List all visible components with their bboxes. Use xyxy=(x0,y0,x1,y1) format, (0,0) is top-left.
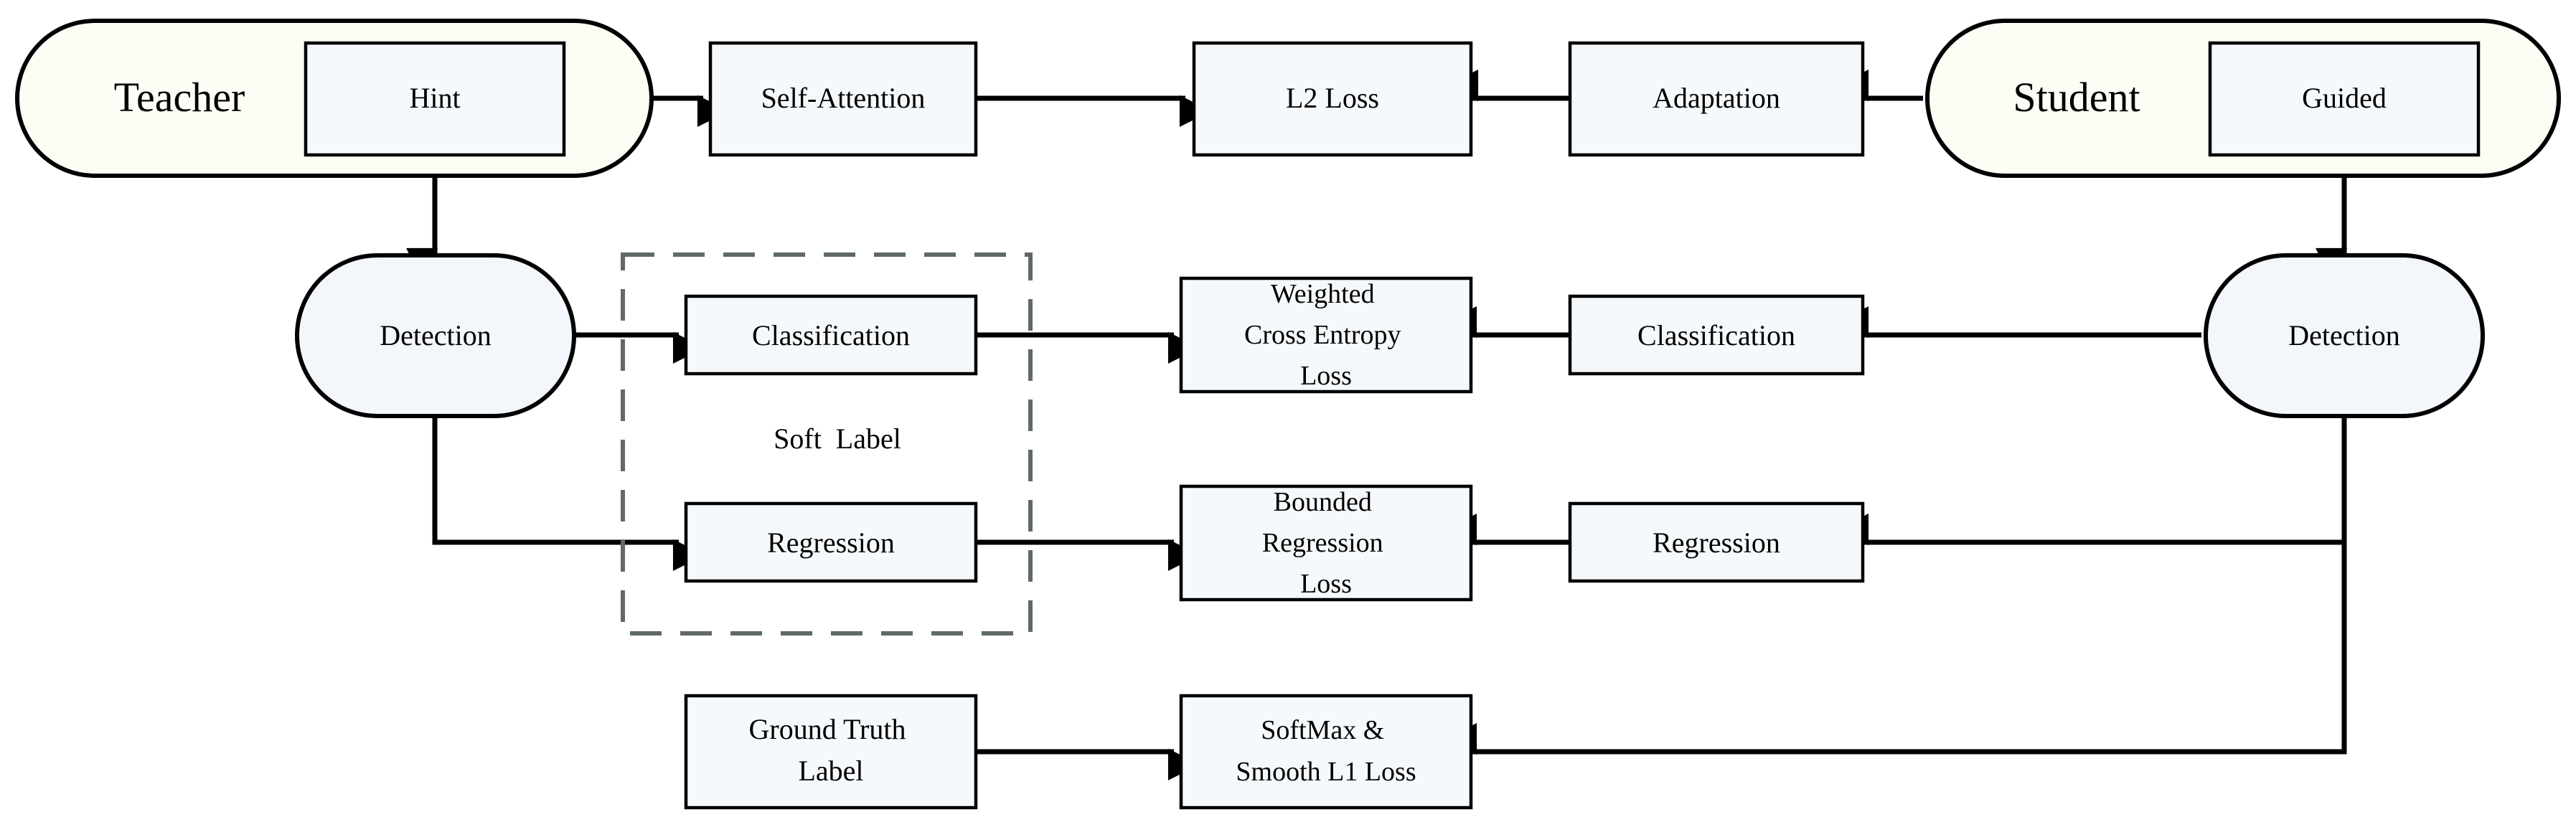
weighted-ce-line-2: Cross Entropy xyxy=(1244,320,1401,350)
ground-truth-box xyxy=(684,694,978,810)
soft-regression-box xyxy=(684,501,978,583)
weighted-ce-loss-label: Weighted Cross Entropy Loss xyxy=(1244,279,1408,391)
teacher-detection-label: Detection xyxy=(380,319,492,351)
student-regression-box xyxy=(1568,501,1865,583)
guided-label: Guided xyxy=(2302,82,2387,114)
teacher-label: Teacher xyxy=(114,74,245,121)
adaptation-label: Adaptation xyxy=(1653,82,1780,114)
ground-truth-line-2: Label xyxy=(798,755,863,787)
student-detection-node xyxy=(2204,253,2485,418)
soft-label-title: Soft Label xyxy=(774,422,901,455)
student-classification-box xyxy=(1568,294,1865,376)
student-regression-label: Regression xyxy=(1653,526,1780,559)
bounded-reg-line-2: Regression xyxy=(1262,528,1383,558)
ground-truth-label: Ground Truth Label xyxy=(749,713,913,787)
student-node: Student Guided xyxy=(1925,19,2561,178)
weighted-ce-line-1: Weighted xyxy=(1271,279,1375,309)
soft-classification-label: Classification xyxy=(752,319,910,351)
teacher-node: Teacher Hint xyxy=(15,19,654,178)
softmax-smooth-line-2: Smooth L1 Loss xyxy=(1236,757,1416,787)
bounded-reg-line-3: Loss xyxy=(1300,569,1352,599)
student-detection-label: Detection xyxy=(2288,319,2400,351)
adaptation-box xyxy=(1568,41,1865,157)
l2-loss-label: L2 Loss xyxy=(1286,82,1379,114)
connectors xyxy=(406,70,2348,780)
bounded-reg-line-1: Bounded xyxy=(1274,487,1372,517)
ground-truth-line-1: Ground Truth xyxy=(749,713,906,745)
hint-label: Hint xyxy=(409,82,460,114)
arrow-detection-to-soft-regression xyxy=(432,417,705,571)
self-attention-box xyxy=(708,41,978,157)
soft-regression-label: Regression xyxy=(767,526,895,559)
hint-box xyxy=(304,41,566,157)
self-attention-label: Self-Attention xyxy=(761,82,926,114)
l2-loss-box xyxy=(1192,41,1473,157)
softmax-smooth-loss-label: SoftMax & Smooth L1 Loss xyxy=(1236,715,1416,787)
student-label: Student xyxy=(2013,74,2140,121)
weighted-ce-loss-box xyxy=(1179,276,1473,394)
softmax-smooth-loss-box xyxy=(1179,694,1473,810)
soft-classification-box xyxy=(684,294,978,376)
arrow-student-detection-to-regression xyxy=(1836,417,2347,546)
weighted-ce-line-3: Loss xyxy=(1300,361,1352,391)
soft-label-region xyxy=(621,252,1033,636)
bounded-reg-loss-label: Bounded Regression Loss xyxy=(1262,487,1390,599)
guided-box xyxy=(2208,41,2481,157)
softmax-smooth-line-1: SoftMax & xyxy=(1261,715,1384,745)
bounded-reg-loss-box xyxy=(1179,484,1473,602)
arrow-student-detection-to-softmax-loss xyxy=(1444,542,2347,755)
student-classification-label: Classification xyxy=(1637,319,1795,351)
teacher-detection-node xyxy=(295,253,576,418)
